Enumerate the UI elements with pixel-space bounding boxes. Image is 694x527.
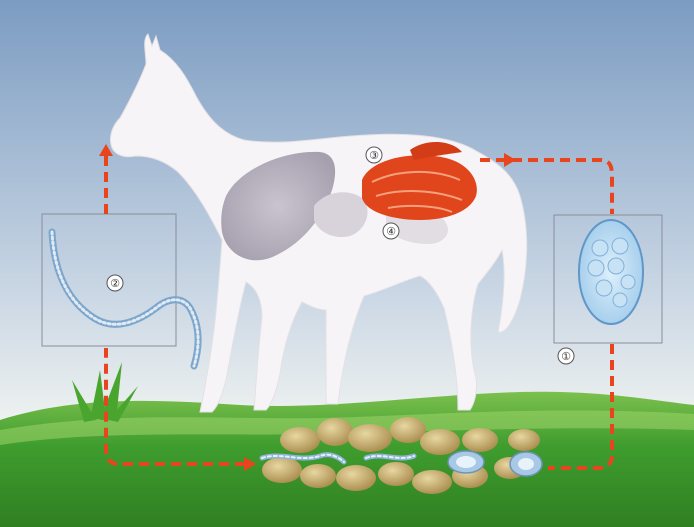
marker-one-label: ①	[561, 350, 571, 363]
marker-one: ①	[558, 348, 574, 364]
marker-four-label: ④	[386, 225, 396, 238]
marker-three: ③	[366, 147, 382, 163]
marker-two: ②	[107, 275, 123, 291]
marker-two-label: ②	[110, 277, 120, 290]
marker-three-label: ③	[369, 149, 379, 162]
marker-four: ④	[383, 223, 399, 239]
